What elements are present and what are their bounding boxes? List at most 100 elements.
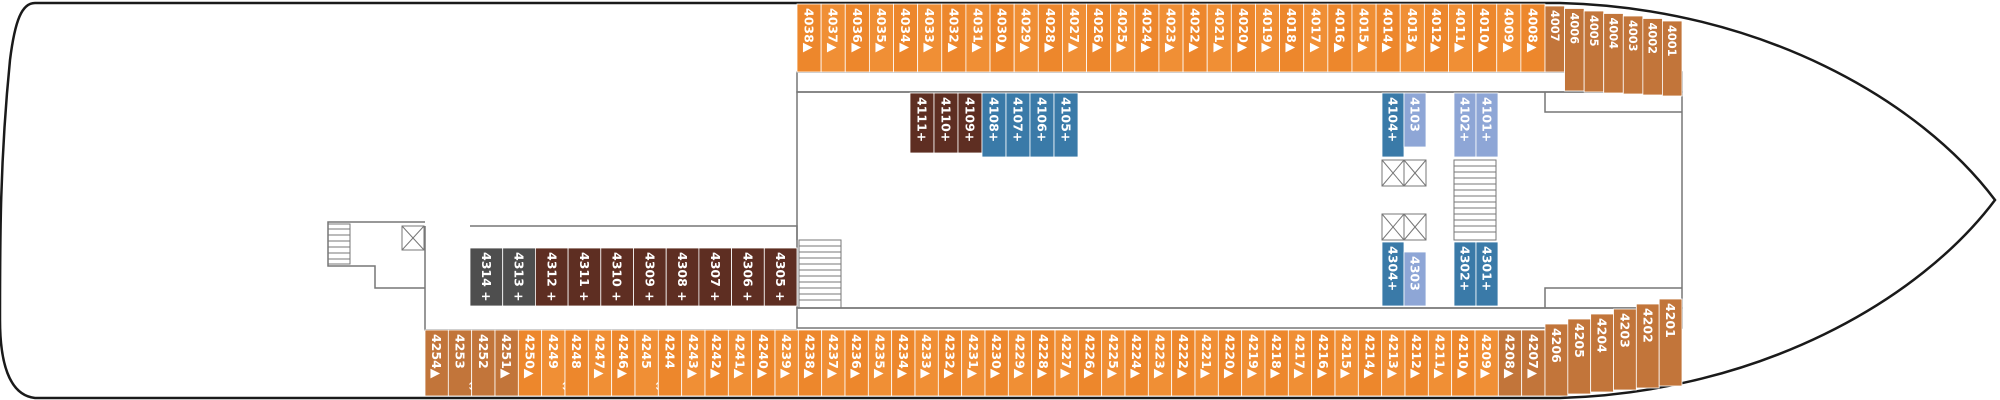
cabin-4238[interactable]: 4238▲	[797, 329, 823, 397]
cabin-4222[interactable]: 4222▲	[1171, 329, 1196, 397]
cabin-4026[interactable]: 4026▲	[1086, 3, 1112, 73]
cabin-4239[interactable]: 4239▲	[774, 329, 799, 397]
cabin-4037[interactable]: 4037▲	[820, 3, 846, 73]
cabin-4227[interactable]: 4227▲	[1054, 329, 1079, 397]
cabin-4001[interactable]: 4001	[1662, 20, 1683, 97]
cabin-4010[interactable]: 4010▲	[1472, 3, 1498, 73]
cabin-4025[interactable]: 4025▲	[1110, 3, 1136, 73]
cabin-4232[interactable]: 4232▲	[937, 329, 963, 397]
cabin-4253[interactable]: 4253	[447, 329, 473, 397]
cabin-4018[interactable]: 4018▲	[1279, 3, 1305, 73]
cabin-4035[interactable]: 4035▲	[868, 3, 894, 73]
cabin-4101[interactable]: 4101+	[1475, 92, 1499, 158]
cabin-4033[interactable]: 4033▲	[917, 3, 943, 73]
cabin-4008[interactable]: 4008▲	[1520, 3, 1546, 73]
cabin-4250[interactable]: 4250▲	[517, 329, 543, 397]
cabin-4219[interactable]: 4219▲	[1241, 329, 1266, 397]
cabin-4024[interactable]: 4024▲	[1134, 3, 1160, 73]
cabin-4016[interactable]: 4016▲	[1327, 3, 1353, 73]
cabin-4032[interactable]: 4032▲	[941, 3, 967, 73]
cabin-4034[interactable]: 4034▲	[893, 3, 919, 73]
cabin-4203[interactable]: 4203	[1613, 308, 1637, 391]
cabin-4303[interactable]: 4303	[1403, 251, 1427, 307]
cabin-4111[interactable]: 4111+	[909, 92, 935, 154]
cabin-4023[interactable]: 4023▲	[1158, 3, 1184, 73]
cabin-4210[interactable]: 4210▲	[1451, 329, 1476, 397]
cabin-4304[interactable]: 4304+	[1381, 241, 1405, 307]
cabin-4241[interactable]: 4241▲	[727, 329, 753, 397]
cabin-4234[interactable]: 4234▲	[891, 329, 916, 397]
cabin-4005[interactable]: 4005	[1583, 10, 1605, 93]
cabin-4017[interactable]: 4017▲	[1303, 3, 1329, 73]
cabin-4307[interactable]: 4307 +	[698, 247, 733, 307]
cabin-4223[interactable]: 4223▲	[1147, 329, 1173, 397]
cabin-4243[interactable]: 4243▲	[681, 329, 706, 397]
cabin-4211[interactable]: 4211▲	[1427, 329, 1453, 397]
cabin-4015[interactable]: 4015▲	[1351, 3, 1377, 73]
cabin-4002[interactable]: 4002	[1642, 18, 1663, 96]
cabin-4312[interactable]: 4312 +	[535, 247, 569, 307]
cabin-4247[interactable]: 4247▲	[587, 329, 613, 397]
cabin-4013[interactable]: 4013▲	[1399, 3, 1425, 73]
cabin-4106[interactable]: 4106+	[1029, 92, 1055, 158]
cabin-4209[interactable]: 4209▲	[1474, 329, 1499, 397]
cabin-4213[interactable]: 4213▲	[1381, 329, 1406, 397]
cabin-4027[interactable]: 4027▲	[1062, 3, 1087, 73]
cabin-4020[interactable]: 4020▲	[1230, 3, 1256, 73]
cabin-4104[interactable]: 4104+	[1381, 92, 1405, 158]
cabin-4228[interactable]: 4228▲	[1031, 329, 1056, 397]
cabin-4102[interactable]: 4102+	[1453, 92, 1477, 158]
cabin-4302[interactable]: 4302+	[1453, 241, 1477, 307]
cabin-4220[interactable]: 4220▲	[1217, 329, 1243, 397]
cabin-4252[interactable]: 4252	[471, 329, 496, 397]
cabin-4254[interactable]: 4254▲	[424, 329, 449, 397]
cabin-4311[interactable]: 4311 +	[567, 247, 602, 307]
cabin-4038[interactable]: 4038▲	[796, 3, 822, 73]
cabin-4031[interactable]: 4031▲	[965, 3, 991, 73]
cabin-4308[interactable]: 4308 +	[665, 247, 700, 307]
cabin-4206[interactable]: 4206	[1544, 323, 1569, 397]
cabin-4226[interactable]: 4226▲	[1077, 329, 1103, 397]
cabin-4207[interactable]: 4207▲	[1521, 329, 1546, 397]
cabin-4216[interactable]: 4216▲	[1311, 329, 1336, 397]
cabin-4030[interactable]: 4030▲	[989, 3, 1015, 73]
cabin-4314[interactable]: 4314 +	[469, 247, 504, 307]
cabin-4246[interactable]: 4246▲	[611, 329, 636, 397]
cabin-4231[interactable]: 4231▲	[961, 329, 986, 397]
cabin-4313[interactable]: 4313 +	[502, 247, 536, 307]
cabin-4214[interactable]: 4214▲	[1357, 329, 1383, 397]
cabin-4021[interactable]: 4021▲	[1206, 3, 1232, 73]
cabin-4036[interactable]: 4036▲	[844, 3, 870, 73]
cabin-4208[interactable]: 4208▲	[1497, 329, 1523, 397]
cabin-4248[interactable]: 4248	[564, 329, 589, 397]
cabin-4110[interactable]: 4110+	[933, 92, 959, 154]
cabin-4236[interactable]: 4236▲	[844, 329, 869, 397]
cabin-4215[interactable]: 4215▲	[1334, 329, 1359, 397]
cabin-4242[interactable]: 4242▲	[704, 329, 729, 397]
cabin-4202[interactable]: 4202	[1635, 303, 1660, 389]
cabin-4003[interactable]: 4003	[1622, 15, 1644, 95]
cabin-4221[interactable]: 4221▲	[1194, 329, 1219, 397]
cabin-4006[interactable]: 4006	[1564, 8, 1585, 92]
cabin-4225[interactable]: 4225▲	[1101, 329, 1126, 397]
cabin-4240[interactable]: 4240▲	[751, 329, 776, 397]
cabin-4251[interactable]: 4251▲	[494, 329, 519, 397]
cabin-4224[interactable]: 4224▲	[1124, 329, 1149, 397]
cabin-4306[interactable]: 4306 +	[731, 247, 765, 307]
cabin-4205[interactable]: 4205	[1567, 318, 1592, 395]
cabin-4108[interactable]: 4108+	[981, 92, 1007, 158]
cabin-4014[interactable]: 4014▲	[1375, 3, 1401, 73]
cabin-4012[interactable]: 4012▲	[1423, 3, 1449, 73]
cabin-4212[interactable]: 4212▲	[1404, 329, 1429, 397]
cabin-4235[interactable]: 4235▲	[867, 329, 893, 397]
cabin-4029[interactable]: 4029▲	[1013, 3, 1039, 73]
cabin-4201[interactable]: 4201	[1658, 298, 1683, 387]
cabin-4310[interactable]: 4310 +	[600, 247, 634, 307]
cabin-4217[interactable]: 4217▲	[1287, 329, 1313, 397]
cabin-4305[interactable]: 4305 +	[763, 247, 798, 307]
cabin-4245[interactable]: 4245	[634, 329, 659, 397]
cabin-4237[interactable]: 4237▲	[821, 329, 846, 397]
cabin-4009[interactable]: 4009▲	[1496, 3, 1522, 73]
cabin-4011[interactable]: 4011▲	[1448, 3, 1474, 73]
cabin-4007[interactable]: 4007	[1544, 5, 1565, 73]
